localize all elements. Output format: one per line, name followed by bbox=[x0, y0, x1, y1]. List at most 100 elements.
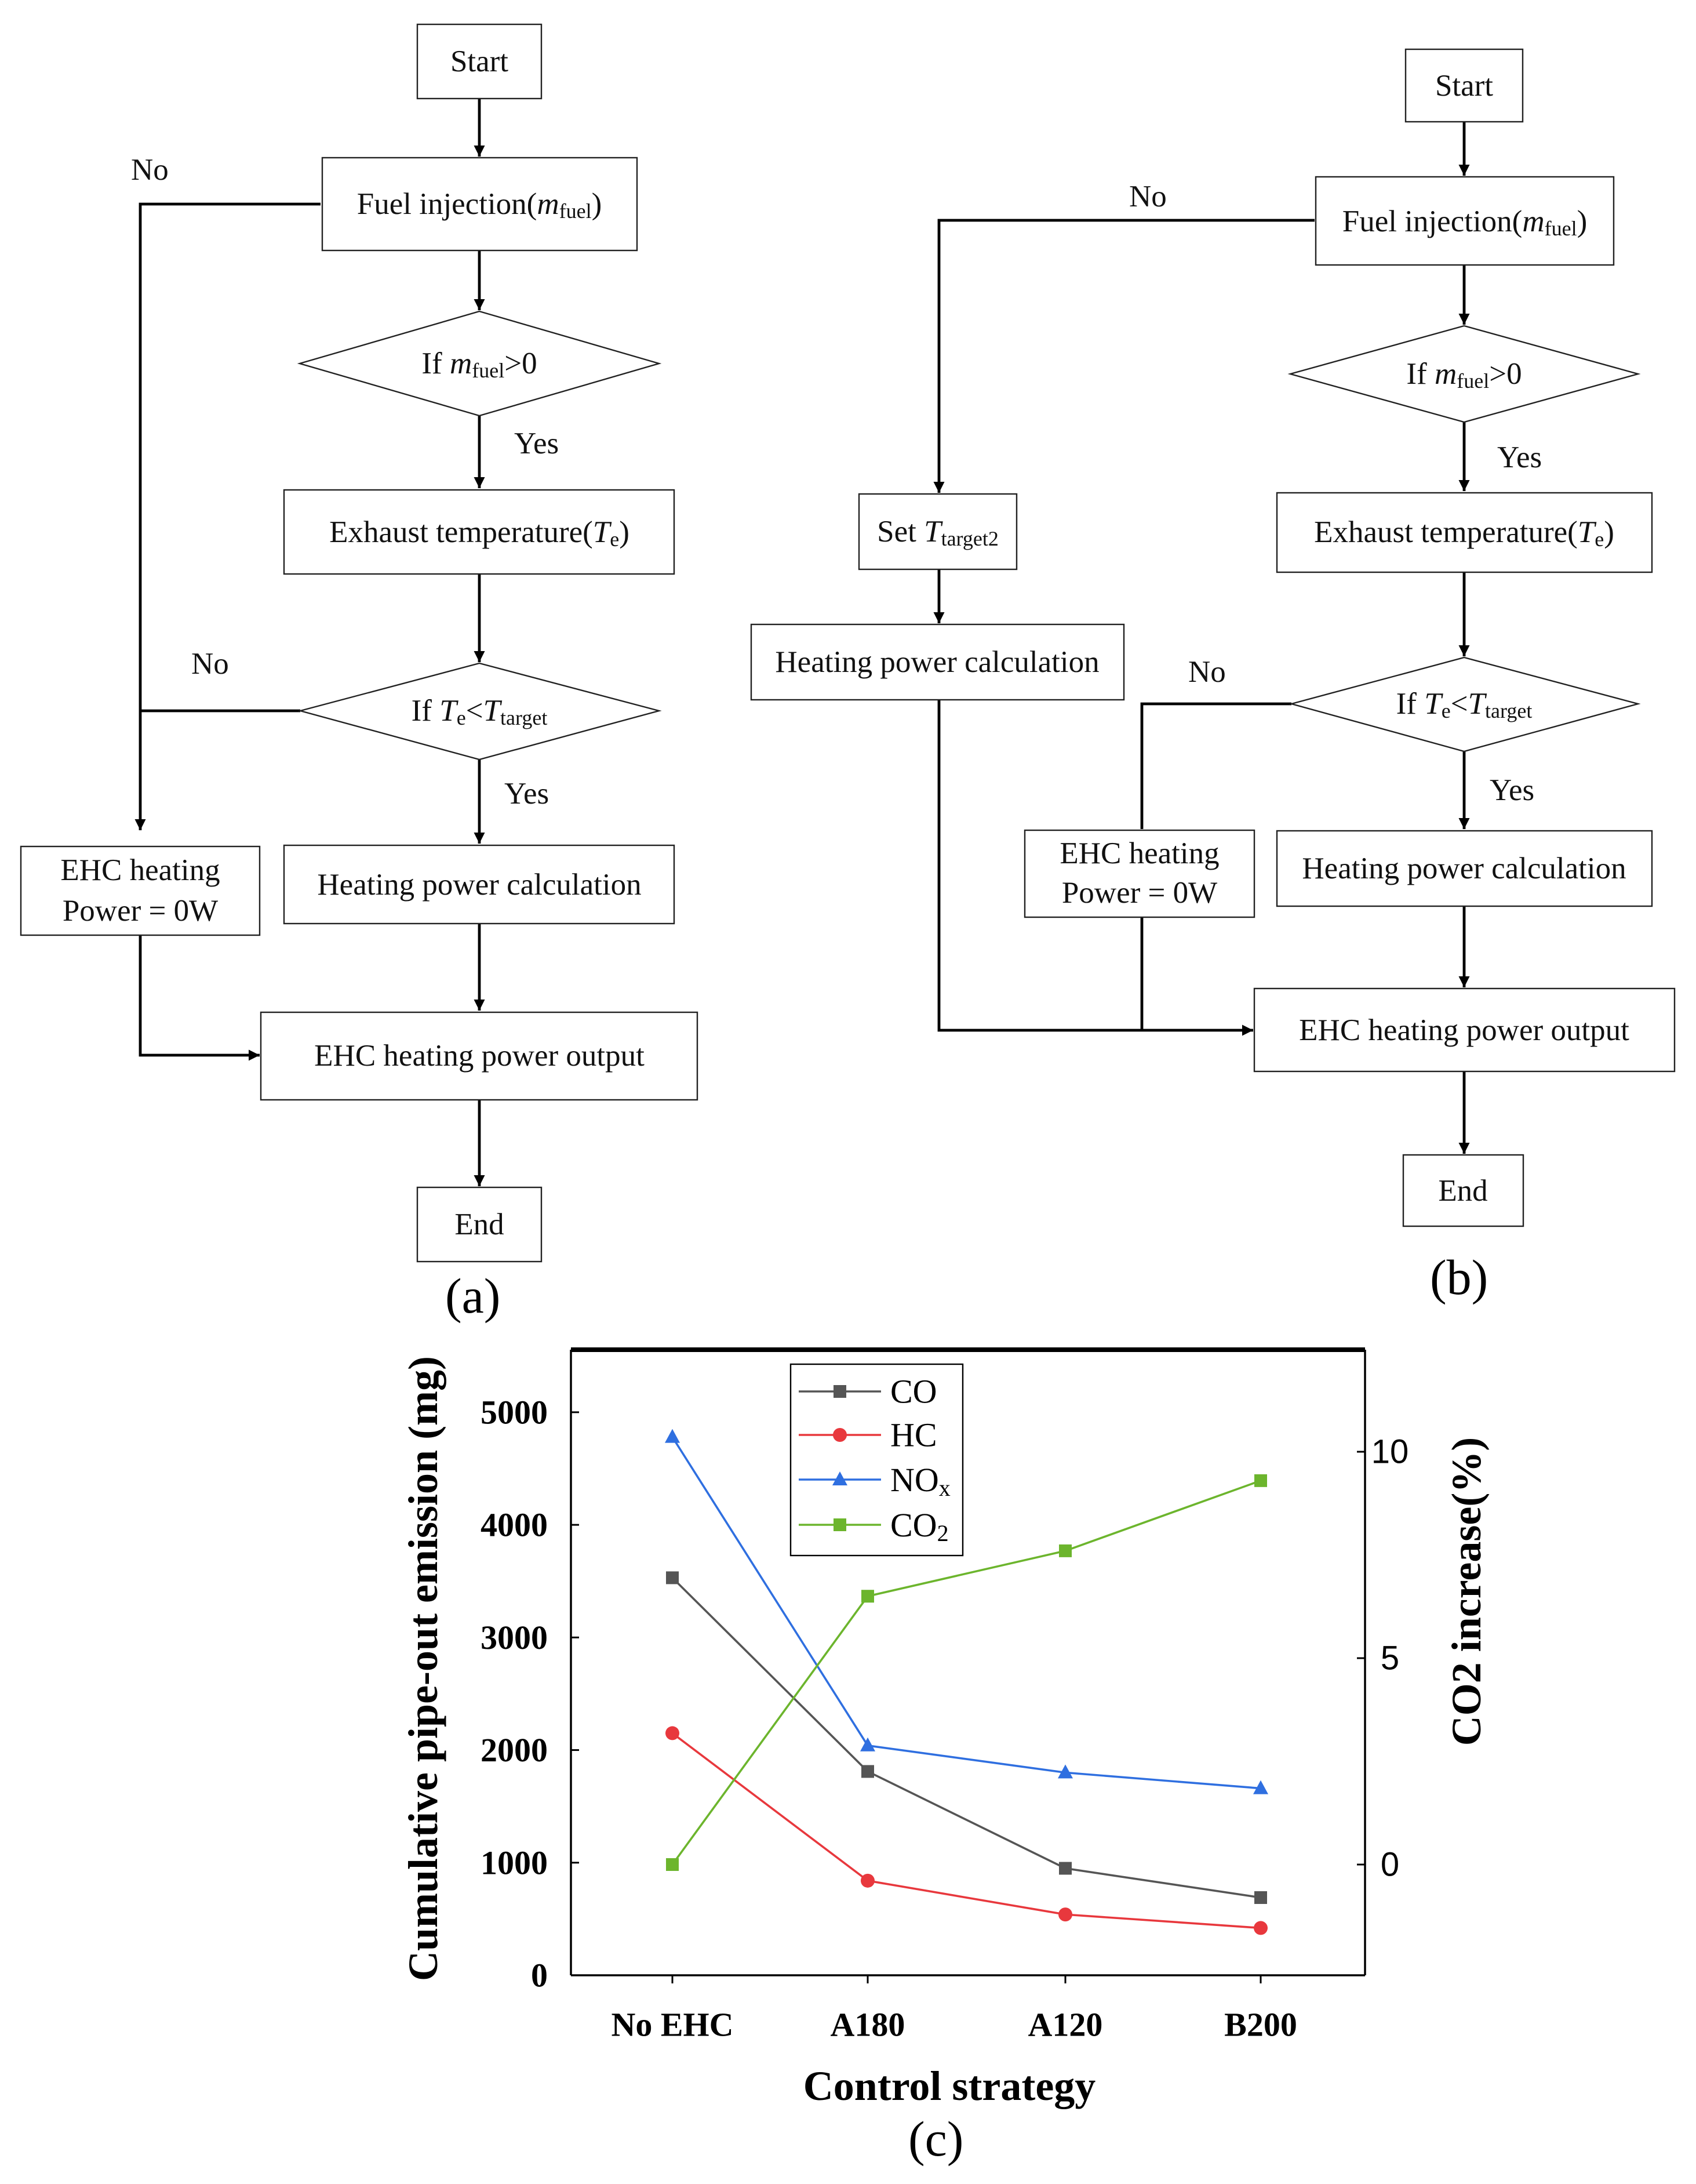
arrow-no-fuel-to-settarget-b bbox=[933, 219, 1315, 493]
series-line-hc bbox=[671, 1732, 1261, 1929]
heating-calc-left-node-b: Heating power calculation bbox=[750, 623, 1125, 701]
ehc-zero-line1-a: EHC heating bbox=[60, 853, 220, 887]
heating-calc-node-b: Heating power calculation bbox=[1276, 830, 1653, 907]
x-tick-label: No EHC bbox=[611, 2006, 733, 2044]
panel-label-c: (c) bbox=[908, 2111, 963, 2167]
right-tick-label: 0 bbox=[1381, 1846, 1399, 1884]
no-label-fuel-b: No bbox=[1129, 180, 1167, 213]
fuel-injection-node-a: Fuel injection(mfuel) bbox=[321, 157, 638, 252]
yes-label-temp-b: Yes bbox=[1490, 773, 1534, 807]
data-point-nox bbox=[1058, 1764, 1073, 1779]
left-tick-label: 5000 bbox=[481, 1393, 548, 1431]
decision-fuel-node-b: If mfuel>0 bbox=[1287, 325, 1641, 423]
data-point-co bbox=[666, 1571, 679, 1585]
exhaust-temp-node-a: Exhaust temperature(Te) bbox=[283, 489, 675, 575]
series-layer bbox=[665, 1429, 1268, 1935]
end-label-a: End bbox=[454, 1208, 504, 1241]
no-label-temp-a: No bbox=[191, 647, 229, 681]
yes-label-temp-a: Yes bbox=[504, 777, 549, 811]
no-label-fuel-a: No bbox=[131, 153, 169, 187]
ehc-zero-line1-b: EHC heating bbox=[1060, 837, 1219, 870]
decision-temp-label-b: If Te<Ttarget bbox=[1396, 687, 1533, 722]
set-target-label-b: Set Ttarget2 bbox=[877, 515, 999, 550]
legend-box bbox=[789, 1363, 964, 1557]
heating-calc-left-label-b: Heating power calculation bbox=[775, 645, 1099, 679]
no-label-temp-b: No bbox=[1188, 655, 1226, 689]
left-tick-label: 0 bbox=[531, 1957, 548, 1994]
start-node-a: Start bbox=[416, 23, 543, 100]
panel-label-a: (a) bbox=[445, 1268, 500, 1324]
y-axis-title: Cumulative pipe-out emission (mg) bbox=[400, 1356, 446, 1981]
series-line-co bbox=[671, 1577, 1261, 1899]
data-point-nox bbox=[1253, 1780, 1268, 1794]
data-point-co2 bbox=[666, 1858, 679, 1871]
decision-temp-node-a: If Te<Ttarget bbox=[297, 662, 662, 761]
y2-axis-title: CO2 increase(%) bbox=[1443, 1437, 1490, 1746]
yes-label-fuel-a: Yes bbox=[514, 427, 559, 460]
decision-fuel-label-a: If mfuel>0 bbox=[421, 347, 537, 382]
yes-label-fuel-b: Yes bbox=[1497, 441, 1542, 474]
data-point-co bbox=[861, 1765, 874, 1778]
data-point-nox bbox=[860, 1737, 875, 1751]
left-tick-label: 1000 bbox=[481, 1844, 548, 1881]
x-tick-label: A120 bbox=[1028, 2006, 1103, 2044]
end-label-b: End bbox=[1438, 1174, 1487, 1208]
decision-temp-label-a: If Te<Ttarget bbox=[412, 694, 548, 729]
data-point-hc bbox=[1058, 1907, 1072, 1922]
decision-temp-node-b: If Te<Ttarget bbox=[1289, 656, 1641, 753]
x-tick-label: A180 bbox=[831, 2006, 905, 2044]
start-label-b: Start bbox=[1435, 69, 1493, 103]
data-point-co2 bbox=[1059, 1544, 1072, 1557]
legend-label-co2: CO2 bbox=[890, 1506, 949, 1546]
heating-calc-label-b: Heating power calculation bbox=[1302, 852, 1626, 885]
flowchart-a: Start Fuel injection(mfuel) If mfuel>0 E… bbox=[20, 23, 698, 1324]
right-tick-label: 5 bbox=[1381, 1640, 1399, 1677]
legend-marker-nox bbox=[832, 1471, 847, 1485]
end-node-b: End bbox=[1402, 1154, 1524, 1227]
legend-marker-hc bbox=[833, 1428, 847, 1442]
legend-marker-co bbox=[834, 1385, 846, 1398]
set-target-node-b: Set Ttarget2 bbox=[858, 493, 1018, 570]
ehc-output-label-a: EHC heating power output bbox=[314, 1039, 645, 1073]
arrow-heatcalc-left-to-output-b bbox=[937, 700, 1253, 1036]
end-node-a: End bbox=[416, 1186, 543, 1263]
decision-fuel-node-a: If mfuel>0 bbox=[297, 310, 662, 417]
heating-calc-label-a: Heating power calculation bbox=[317, 868, 641, 902]
start-node-b: Start bbox=[1404, 48, 1524, 123]
arrow-zero-to-output-a bbox=[139, 935, 260, 1061]
decision-fuel-label-b: If mfuel>0 bbox=[1406, 357, 1522, 393]
line-no-target-b bbox=[1140, 702, 1291, 829]
panel-label-b: (b) bbox=[1430, 1249, 1488, 1305]
data-point-hc bbox=[861, 1873, 875, 1888]
ehc-zero-node-b: EHC heating Power = 0W bbox=[1024, 829, 1255, 918]
x-axis-title: Control strategy bbox=[803, 2063, 1096, 2109]
ehc-zero-node-a: EHC heating Power = 0W bbox=[20, 845, 261, 936]
data-point-co bbox=[1059, 1862, 1072, 1875]
left-tick-label: 2000 bbox=[481, 1731, 548, 1769]
start-label-a: Start bbox=[450, 45, 508, 78]
left-tick-label: 4000 bbox=[481, 1506, 548, 1544]
fuel-injection-label-a: Fuel injection(mfuel) bbox=[357, 187, 602, 223]
flowchart-b: Start Fuel injection(mfuel) If mfuel>0 S… bbox=[750, 48, 1676, 1305]
arrow-no-fuel-to-zero-a bbox=[134, 202, 321, 830]
ehc-output-label-b: EHC heating power output bbox=[1299, 1013, 1629, 1047]
exhaust-temp-label-a: Exhaust temperature(Te) bbox=[329, 515, 629, 551]
fuel-injection-node-b: Fuel injection(mfuel) bbox=[1315, 176, 1615, 266]
heating-calc-node-a: Heating power calculation bbox=[283, 844, 675, 925]
ehc-zero-line2-b: Power = 0W bbox=[1062, 876, 1217, 910]
data-point-hc bbox=[1254, 1921, 1268, 1935]
ehc-output-node-b: EHC heating power output bbox=[1253, 987, 1676, 1073]
legend-label-co: CO bbox=[890, 1373, 937, 1411]
data-point-co2 bbox=[1254, 1474, 1267, 1487]
series-line-nox bbox=[671, 1436, 1261, 1790]
data-point-co bbox=[1254, 1891, 1267, 1904]
right-axis-ticks: 0 5 10 bbox=[1357, 1433, 1409, 1884]
fuel-injection-label-b: Fuel injection(mfuel) bbox=[1342, 205, 1587, 240]
ehc-output-node-a: EHC heating power output bbox=[260, 1011, 698, 1101]
right-tick-label: 10 bbox=[1371, 1433, 1409, 1471]
